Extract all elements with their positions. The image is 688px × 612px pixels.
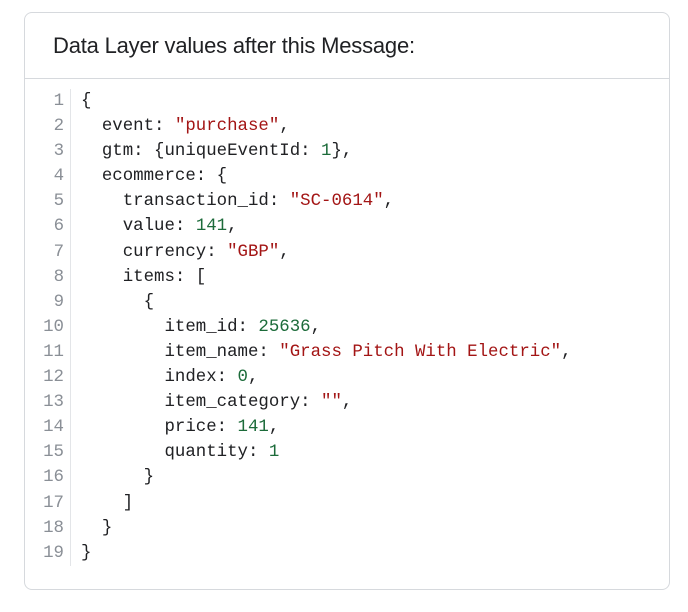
code-token: gtm: {uniqueEventId: [81,142,322,162]
code-token: } [81,468,155,488]
line-number: 12 [43,368,64,388]
line-number: 8 [53,267,64,287]
line-number: 9 [53,292,64,312]
line-number: 1 [53,92,64,111]
code-lines: { event: "purchase", gtm: {uniqueEventId… [71,89,572,566]
code-token: items: [ [81,267,207,287]
code-line: transaction_id: "SC-0614", [81,189,572,214]
code-token: item_category: [81,393,322,413]
code-token: , [227,217,238,237]
code-token: , [279,117,290,137]
code-token: , [341,393,353,413]
code-line: } [81,516,572,541]
code-token: , [247,368,259,388]
code-token: quantity: [81,443,269,463]
code-line: { [81,89,572,114]
code-line: ecommerce: { [81,164,572,189]
code-token: transaction_id: [81,192,290,212]
line-number: 18 [43,518,64,538]
code-token: { [81,92,92,111]
code-token: , [268,418,280,438]
line-number: 10 [43,317,64,337]
code-token: index: [81,368,238,388]
line-number: 6 [53,217,64,237]
code-line: item_category: "", [81,390,572,415]
code-token: item_name: [81,342,280,362]
line-number: 14 [43,418,64,438]
string-token: "purchase" [174,117,280,137]
code-token: } [81,518,113,538]
code-line: gtm: {uniqueEventId: 1}, [81,139,572,164]
code-line: } [81,465,572,490]
code-token: ecommerce: { [81,167,228,187]
code-token: ] [81,493,134,513]
line-number: 15 [43,443,64,463]
number-token: 25636 [258,317,311,337]
code-line: ] [81,491,572,516]
code-token: } [81,543,92,563]
line-number: 13 [43,393,64,413]
code-line: { [81,290,572,315]
code-token: value: [81,217,196,237]
code-token: , [310,317,322,337]
line-number: 11 [43,342,64,362]
string-token: "" [321,393,342,413]
line-number: 4 [53,167,64,187]
number-token: 1 [321,142,332,162]
code-line: } [81,541,572,566]
line-number: 7 [53,242,64,262]
code-token: item_id: [81,317,259,337]
line-number: 17 [43,493,64,513]
code-token: price: [81,418,238,438]
code-line: item_id: 25636, [81,315,572,340]
string-token: "SC-0614" [289,192,384,212]
code-line: item_name: "Grass Pitch With Electric", [81,340,572,365]
line-number: 16 [43,468,64,488]
code-line: items: [ [81,265,572,290]
code-line: event: "purchase", [81,114,572,139]
code-token: { [81,292,155,312]
string-token: "Grass Pitch With Electric" [279,342,562,362]
code-token: , [561,342,572,362]
line-number: 3 [53,142,64,162]
code-token: , [279,242,290,262]
code-line: index: 0, [81,365,572,390]
code-line: price: 141, [81,415,572,440]
code-line: quantity: 1 [81,440,572,465]
panel-title: Data Layer values after this Message: [53,32,415,58]
code-token: }, [331,142,353,162]
number-token: 1 [268,443,280,463]
line-number: 5 [53,192,64,212]
number-token: 141 [237,418,269,438]
number-token: 0 [237,368,248,388]
code-line: currency: "GBP", [81,240,572,265]
code-token: currency: [81,242,228,262]
line-number: 2 [53,117,64,137]
number-token: 141 [195,217,228,237]
line-number: 19 [43,543,64,563]
code-token: , [383,192,395,212]
code-token: event: [81,117,175,137]
panel-header: Data Layer values after this Message: [25,13,669,79]
string-token: "GBP" [227,242,280,262]
code-line: value: 141, [81,214,572,239]
